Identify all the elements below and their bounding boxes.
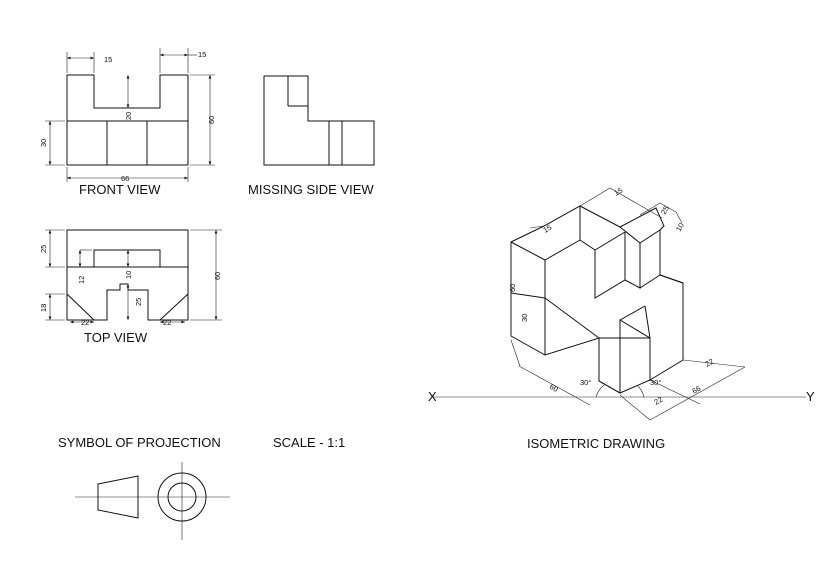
top-dim-slot-depth: 25 bbox=[134, 298, 143, 306]
iso-dim-top-25: 25 bbox=[659, 204, 671, 216]
top-view: 25 18 60 12 10 25 22 22 TOP VIEW bbox=[39, 229, 222, 345]
front-dim-height-total: 60 bbox=[207, 116, 216, 124]
missing-side-view: MISSING SIDE VIEW bbox=[248, 75, 375, 197]
front-view: 15 15 20 60 30 66 FRONT VIEW bbox=[39, 48, 216, 197]
front-dim-height-lower: 30 bbox=[39, 139, 48, 147]
axis-y-label: Y bbox=[806, 389, 815, 404]
top-dim-slot-gap: 10 bbox=[124, 271, 133, 279]
top-dim-step: 12 bbox=[77, 276, 86, 284]
symbol-of-projection-label: SYMBOL OF PROJECTION bbox=[58, 435, 221, 450]
iso-dim-left-15: 15 bbox=[542, 223, 554, 235]
top-dim-chamfer-right: 22 bbox=[163, 318, 171, 327]
top-dim-height-upper: 25 bbox=[39, 245, 48, 253]
isometric-drawing-label: ISOMETRIC DRAWING bbox=[527, 436, 665, 451]
top-dim-chamfer-left: 22 bbox=[81, 318, 89, 327]
front-dim-slot-depth: 20 bbox=[124, 112, 133, 120]
iso-dim-bottom-22: 22 bbox=[653, 395, 665, 407]
iso-dim-depth-60: 60 bbox=[548, 382, 560, 394]
top-view-label: TOP VIEW bbox=[84, 330, 148, 345]
iso-dim-angle-left: 30° bbox=[580, 378, 591, 387]
projection-symbol: SYMBOL OF PROJECTION SCALE - 1:1 bbox=[58, 435, 345, 540]
top-dim-height-lower: 18 bbox=[39, 304, 48, 312]
missing-side-view-label: MISSING SIDE VIEW bbox=[248, 182, 374, 197]
iso-dim-right-22: 22 bbox=[704, 357, 716, 369]
top-dim-height-total: 60 bbox=[213, 272, 222, 280]
iso-dim-height-60: 60 bbox=[508, 284, 517, 292]
iso-dim-height-30: 30 bbox=[520, 314, 529, 322]
front-view-label: FRONT VIEW bbox=[79, 182, 161, 197]
iso-dim-angle-right: 30° bbox=[650, 378, 661, 387]
iso-dim-top-15: 15 bbox=[613, 186, 625, 198]
front-dim-width-total: 66 bbox=[121, 174, 129, 183]
scale-label: SCALE - 1:1 bbox=[273, 435, 345, 450]
axis-x-label: X bbox=[428, 389, 437, 404]
front-dim-slot-left: 15 bbox=[104, 55, 112, 64]
isometric-drawing: X Y bbox=[428, 186, 815, 451]
iso-dim-width-66: 66 bbox=[691, 384, 703, 396]
iso-dim-top-10: 10 bbox=[674, 221, 686, 233]
front-dim-slot-right: 15 bbox=[198, 50, 206, 59]
